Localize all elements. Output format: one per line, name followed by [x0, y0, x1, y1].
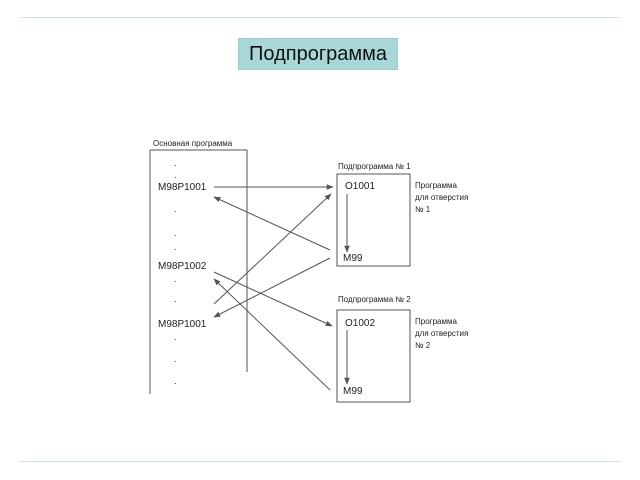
svg-text:.: .	[174, 228, 177, 238]
arrow-call3-to-sub1	[213, 193, 332, 305]
slide-title: Подпрограмма	[238, 38, 398, 70]
subprogram-1-box	[336, 173, 411, 267]
bottom-divider	[20, 461, 620, 462]
subprogram-1-note-line2: для отверстия	[415, 193, 468, 202]
subprogram-2-box	[336, 309, 411, 403]
subprogram-1-start: O1001	[345, 181, 375, 192]
call-2: M98P1002	[158, 261, 207, 272]
arrow-call2-to-sub2	[213, 271, 333, 327]
arrow-sub1-return-to-call1	[213, 196, 331, 251]
arrow-sub2-return-to-call2	[213, 278, 331, 391]
subprogram-1-end: M99	[343, 253, 363, 264]
svg-text:.: .	[174, 376, 177, 386]
svg-text:.: .	[174, 170, 177, 180]
subprogram-1-note-line3: № 1	[415, 205, 431, 214]
subprogram-2-start: O1002	[345, 318, 375, 329]
svg-text:.: .	[174, 354, 177, 364]
subprogram-1-header: Подпрограмма № 1	[338, 162, 411, 171]
main-program-ellipsis: . . . . . . . . . .	[174, 158, 177, 386]
subprogram-2-note-line3: № 2	[415, 341, 431, 350]
subprogram-2-note-line1: Программа	[415, 317, 457, 326]
svg-text:.: .	[174, 294, 177, 304]
subprogram-2-end: M99	[343, 386, 363, 397]
call-3: M98P1001	[158, 319, 207, 330]
svg-text:.: .	[174, 204, 177, 214]
subprogram-1-note-line1: Программа	[415, 181, 457, 190]
main-program-label: Основная программа	[153, 139, 233, 148]
arrow-sub1-return-to-call3	[213, 257, 331, 318]
svg-text:.: .	[174, 332, 177, 342]
svg-text:.: .	[174, 158, 177, 168]
svg-text:.: .	[174, 242, 177, 252]
subprogram-2-note-line2: для отверстия	[415, 329, 468, 338]
subprogram-2-header: Подпрограмма № 2	[338, 295, 411, 304]
top-divider	[20, 17, 620, 18]
call-1: M98P1001	[158, 182, 207, 193]
svg-text:.: .	[174, 274, 177, 284]
